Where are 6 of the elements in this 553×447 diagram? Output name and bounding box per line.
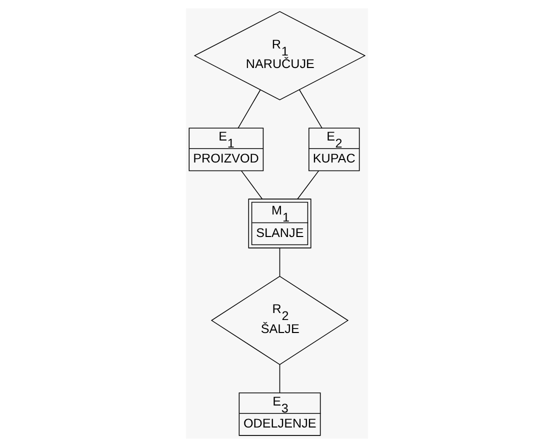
connector <box>240 170 262 200</box>
connector <box>237 90 260 129</box>
connector <box>296 170 319 200</box>
connector <box>278 248 280 276</box>
connector <box>298 89 322 128</box>
connector <box>278 364 280 394</box>
